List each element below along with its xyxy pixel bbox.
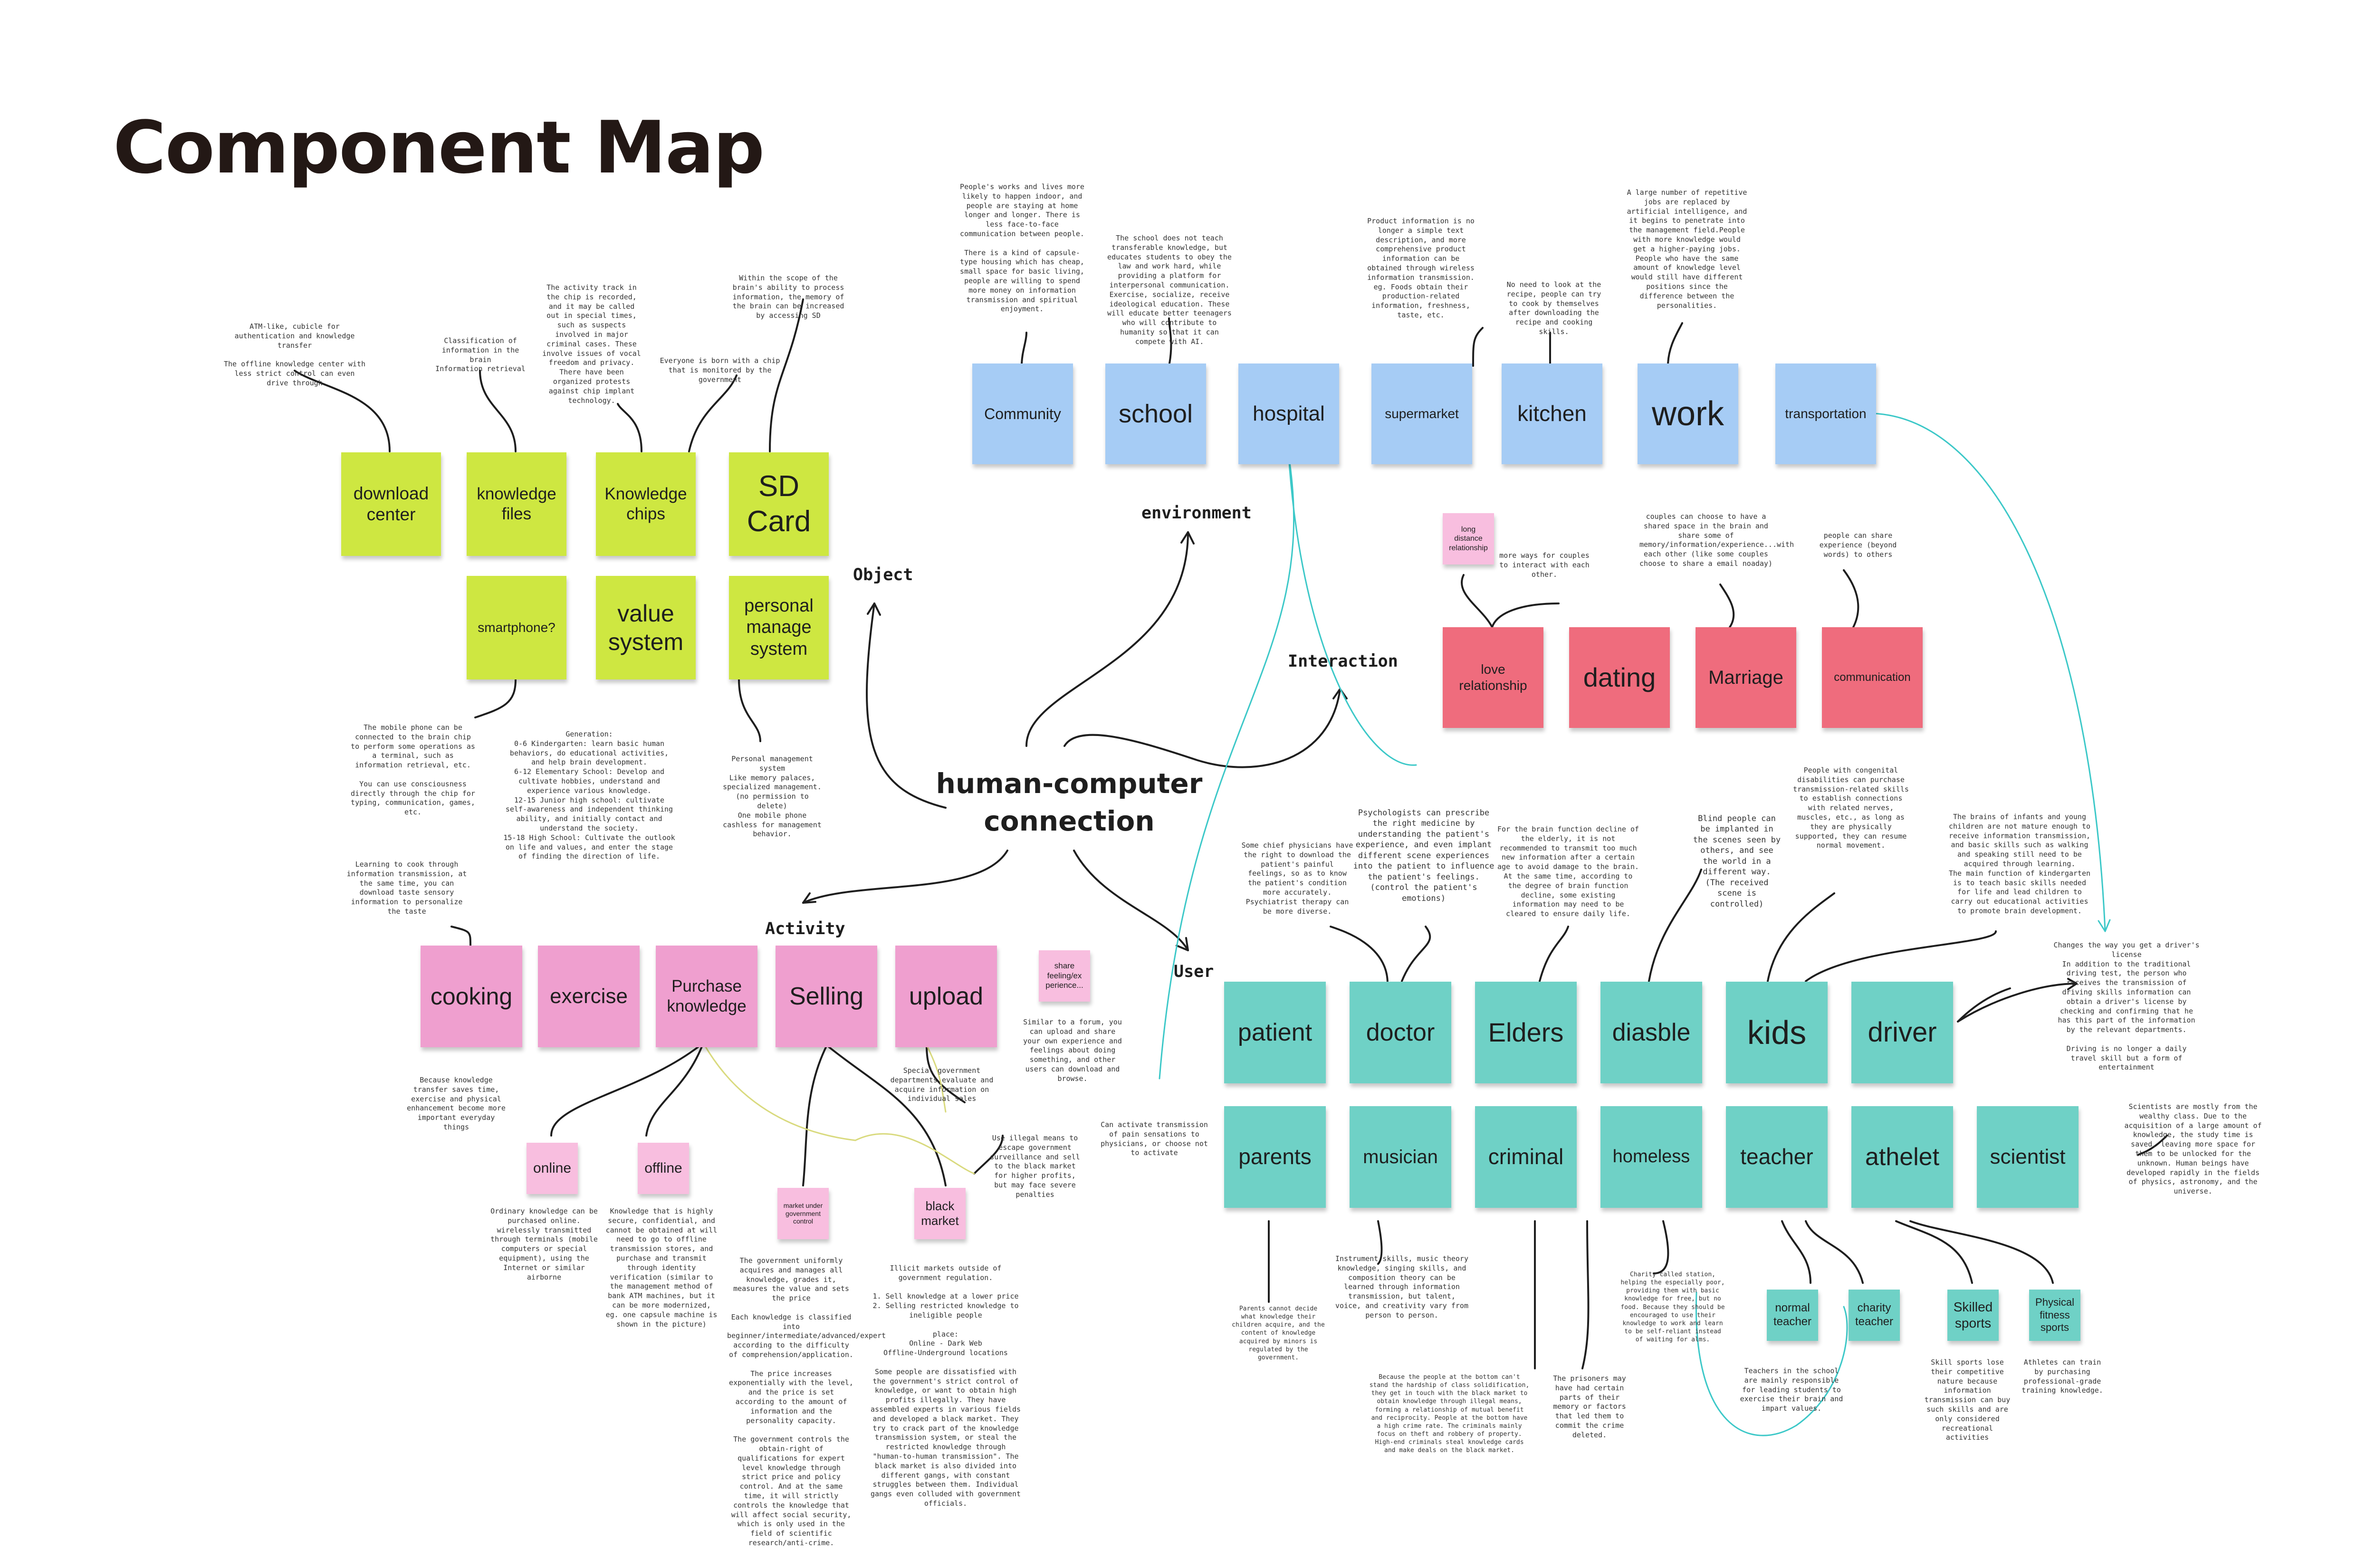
sticky-smartphone[interactable]: smartphone? [467, 576, 566, 679]
sticky-black-market[interactable]: black market [914, 1188, 966, 1239]
page-title: Component Map [113, 105, 765, 190]
note-smartphone: The mobile phone can be connected to the… [351, 723, 475, 817]
note-teacher: Teachers in the school are mainly respon… [1740, 1367, 1843, 1413]
category-object: Object [853, 565, 913, 584]
sticky-kids[interactable]: kids [1726, 982, 1828, 1083]
note-skilled-sports: Skill sports lose their competitive natu… [1924, 1358, 2011, 1442]
sticky-patient[interactable]: patient [1224, 982, 1326, 1083]
sticky-value-system[interactable]: value system [596, 576, 696, 679]
sticky-diasble[interactable]: diasble [1600, 982, 1702, 1083]
sticky-exercise[interactable]: exercise [538, 946, 640, 1047]
note-communication: people can share experience (beyond word… [1819, 531, 1897, 559]
note-knowledge-files: Classification of information in the bra… [435, 336, 526, 373]
note-doctor: Psychologists can prescribe the right me… [1353, 808, 1495, 903]
sticky-hospital[interactable]: hospital [1238, 363, 1339, 464]
note-exercise: Because knowledge transfer saves time, e… [407, 1076, 506, 1131]
note-school: The school does not teach transferable k… [1107, 234, 1232, 346]
sticky-charity-teacher[interactable]: charity teacher [1849, 1290, 1900, 1341]
sticky-homeless[interactable]: homeless [1600, 1106, 1702, 1208]
note-diasble: People with congenital disabilities can … [1793, 766, 1909, 850]
note-personal-manage-system: Personal management system Like memory p… [723, 755, 822, 839]
sticky-knowledge-files[interactable]: knowledge files [467, 452, 566, 556]
sticky-purchase-knowledge[interactable]: Purchase knowledge [656, 946, 757, 1047]
sticky-skilled-sports[interactable]: Skilled sports [1947, 1290, 1999, 1341]
sticky-cooking[interactable]: cooking [421, 946, 522, 1047]
sticky-communication[interactable]: communication [1822, 627, 1923, 728]
note-sd-card: Within the scope of the brain's ability … [732, 274, 844, 320]
note-scientist: Scientists are mostly from the wealthy c… [2124, 1102, 2262, 1196]
note-value-system: Generation: 0-6 Kindergarten: learn basi… [503, 730, 675, 861]
sticky-marriage[interactable]: Marriage [1696, 627, 1796, 728]
note-kitchen: No need to look at the recipe, people ca… [1506, 280, 1601, 336]
note-criminal: Because the people at the bottom can't s… [1369, 1374, 1530, 1454]
sticky-work[interactable]: work [1638, 363, 1738, 464]
note-sd-card-government: Everyone is born with a chip that is mon… [660, 356, 780, 384]
sticky-selling[interactable]: Selling [776, 946, 877, 1047]
sticky-doctor[interactable]: doctor [1350, 982, 1451, 1083]
note-offline: Knowledge that is highly secure, confide… [605, 1207, 718, 1329]
sticky-school[interactable]: school [1105, 363, 1206, 464]
sticky-driver[interactable]: driver [1851, 982, 1953, 1083]
sticky-download-center[interactable]: download center [341, 452, 441, 556]
sticky-physical-fitness-sports[interactable]: Physical fitness sports [2029, 1290, 2080, 1341]
sticky-criminal[interactable]: criminal [1475, 1106, 1577, 1208]
note-blind: Blind people can be implanted in the sce… [1693, 814, 1781, 909]
sticky-teacher[interactable]: teacher [1726, 1106, 1828, 1208]
note-black-market: Illicit markets outside of government re… [870, 1264, 1021, 1508]
category-activity: Activity [765, 919, 845, 938]
note-driver: Changes the way you get a driver's licen… [2053, 941, 2200, 1072]
note-patient: Some chief physicians have the right to … [1241, 841, 1353, 916]
note-community: People's works and lives more likely to … [960, 182, 1084, 314]
sticky-offline[interactable]: offline [638, 1143, 689, 1194]
note-musician: Instrument skills, music theory knowledg… [1335, 1254, 1468, 1319]
sticky-musician[interactable]: musician [1350, 1106, 1451, 1208]
sticky-dating[interactable]: dating [1569, 627, 1670, 728]
note-long-distance: more ways for couples to interact with e… [1499, 551, 1590, 579]
sticky-online[interactable]: online [527, 1143, 578, 1194]
note-homeless: Charity called station, helping the espe… [1620, 1271, 1725, 1344]
sticky-share-feeling[interactable]: share feeling/ex perience... [1039, 950, 1090, 1002]
center-topic: human-computer connection [936, 767, 1203, 837]
note-prisoners: The prisoners may have had certain parts… [1553, 1374, 1626, 1439]
note-knowledge-chips: The activity track in the chip is record… [542, 283, 641, 405]
sticky-elders[interactable]: Elders [1475, 982, 1577, 1083]
note-work: A large number of repetitive jobs are re… [1627, 188, 1747, 310]
sticky-transportation[interactable]: transportation [1775, 363, 1876, 464]
sticky-kitchen[interactable]: kitchen [1502, 363, 1602, 464]
sticky-market-under-government-control[interactable]: market under government control [777, 1188, 829, 1239]
sticky-supermarket[interactable]: supermarket [1371, 363, 1472, 464]
note-parents: Parents cannot decide what knowledge the… [1232, 1305, 1325, 1361]
sticky-parents[interactable]: parents [1224, 1106, 1326, 1208]
note-marriage: couples can choose to have a shared spac… [1639, 512, 1794, 568]
sticky-love-relationship[interactable]: love relationship [1443, 627, 1543, 728]
note-share: Similar to a forum, you can upload and s… [1023, 1018, 1122, 1083]
sticky-knowledge-chips[interactable]: Knowledge chips [596, 452, 696, 556]
note-kids: The brains of infants and young children… [1948, 813, 2090, 915]
sticky-long-distance-relationship[interactable]: long distance relationship [1443, 513, 1494, 564]
sticky-upload[interactable]: upload [895, 946, 997, 1047]
sticky-normal-teacher[interactable]: normal teacher [1767, 1290, 1818, 1341]
sticky-sd-card[interactable]: SD Card [729, 452, 829, 556]
category-interaction: Interaction [1288, 652, 1398, 671]
sticky-athelet[interactable]: athelet [1851, 1106, 1953, 1208]
note-supermarket: Product information is no longer a simpl… [1367, 217, 1475, 319]
note-patient-hospital: Can activate transmission of pain sensat… [1101, 1120, 1208, 1157]
sticky-community[interactable]: Community [972, 363, 1073, 464]
note-black-market-escape: Use illegal means to escape government s… [990, 1134, 1080, 1199]
sticky-scientist[interactable]: scientist [1977, 1106, 2079, 1208]
note-download-center: ATM-like, cubicle for authentication and… [223, 322, 365, 387]
note-upload: Special government departments evaluate … [890, 1066, 994, 1103]
note-cooking: Learning to cook through information tra… [346, 860, 467, 916]
sticky-personal-manage-system[interactable]: personal manage system [729, 576, 829, 679]
note-elders: For the brain function decline of the el… [1497, 825, 1639, 918]
category-user: User [1174, 962, 1214, 981]
note-market-under-government-control: The government uniformly acquires and ma… [727, 1256, 886, 1547]
category-environment: environment [1141, 504, 1252, 523]
note-online: Ordinary knowledge can be purchased onli… [490, 1207, 598, 1281]
note-physical-sports: Athletes can train by purchasing profess… [2022, 1358, 2103, 1395]
